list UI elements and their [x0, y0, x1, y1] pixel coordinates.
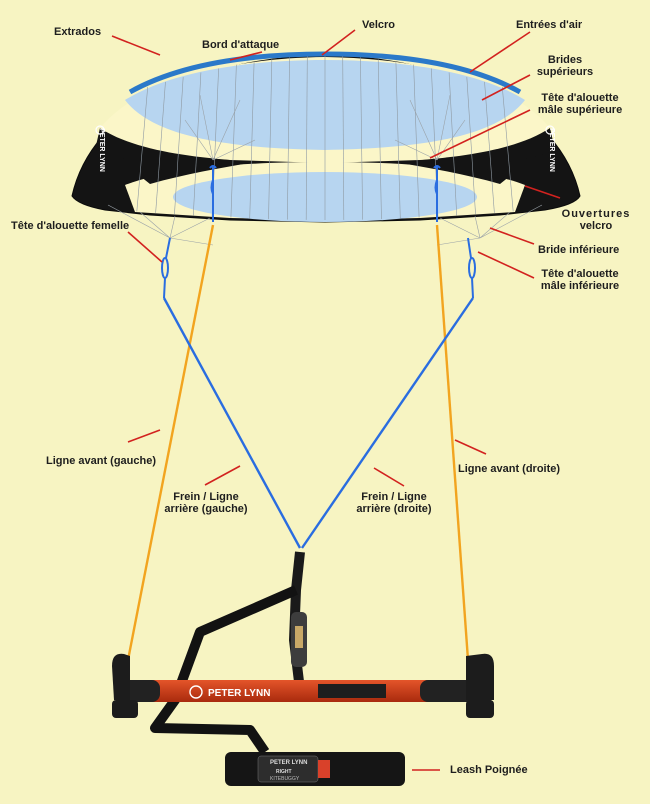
label-tete-male-sup-line2: mâle supérieure	[537, 104, 623, 116]
label-brides-sup-line2: supérieurs	[536, 66, 594, 78]
leash-handle: PETER LYNN RIGHT KITEBUGGY	[225, 752, 405, 786]
label-velcro: Velcro	[362, 19, 396, 31]
wingtip-brand-left: PETER LYNN	[98, 128, 105, 172]
leader-tete-male-inf	[477, 251, 535, 279]
front-line-right	[435, 224, 470, 661]
bridle-lines	[107, 94, 543, 246]
label-extrados: Extrados	[54, 26, 102, 38]
control-bar	[114, 680, 494, 702]
control-bar-assembly: PETER LYNN	[112, 551, 494, 755]
wingtip-brand-right: PETER LYNN	[548, 128, 555, 172]
label-frein-gauche-line1: Frein / Ligne	[173, 491, 239, 503]
label-tete-male-inf: Tête d'alouette mâle inférieure	[530, 268, 630, 292]
canopy-rib	[174, 77, 184, 215]
pigtail-right-outer	[468, 257, 476, 279]
leader-ouvertures	[524, 185, 561, 199]
label-frein-gauche-line2: arrière (gauche)	[164, 503, 248, 515]
label-ouvertures-line1: Ouvertures	[561, 208, 631, 220]
leader-frein-d	[373, 467, 405, 487]
canopy-rib	[305, 56, 308, 220]
canopy-center-swoosh-left	[140, 161, 255, 184]
canopy-rib	[501, 86, 514, 212]
pigtail-left-outer	[161, 257, 169, 279]
swirl-logo-icon	[95, 125, 105, 135]
label-brides-sup: Brides supérieurs	[530, 54, 600, 78]
leader-tete-femelle	[127, 231, 163, 263]
label-ouvertures-line2: velcro	[579, 220, 613, 232]
label-ligne-avant-gauche: Ligne avant (gauche)	[46, 455, 157, 467]
canopy-ribs	[136, 56, 514, 220]
label-bride-inf: Bride inférieure	[538, 244, 620, 256]
canopy-rib	[136, 86, 149, 212]
canopy-rib	[155, 81, 166, 213]
label-tete-male-sup-line1: Tête d'alouette	[541, 92, 619, 104]
label-leash: Leash Poignée	[450, 764, 528, 776]
leader-ligne-avant-g	[127, 429, 161, 443]
canopy-rib	[249, 61, 255, 219]
pigtail-left-inner	[209, 165, 217, 222]
leader-bride-inf	[489, 227, 535, 245]
brake-line-right	[301, 297, 474, 549]
label-entrees-air: Entrées d'air	[516, 19, 583, 31]
canopy-rib	[484, 81, 495, 213]
canopy-center-swoosh-right	[395, 161, 510, 184]
canopy-rib	[377, 59, 382, 220]
pigtail-right-inner	[433, 165, 441, 222]
label-tete-male-inf-line1: Tête d'alouette	[541, 268, 619, 280]
label-frein-gauche: Frein / Ligne arrière (gauche)	[156, 491, 256, 515]
bar-end-right	[466, 653, 494, 700]
canopy-rib	[287, 57, 290, 220]
brake-line-left	[162, 297, 302, 549]
label-ligne-avant-droite: Ligne avant (droite)	[458, 463, 561, 475]
front-line-left	[126, 224, 215, 661]
bar-end-left	[112, 653, 130, 700]
leading-edge	[128, 51, 522, 95]
kite-canopy: PETER LYNN PETER LYNN	[71, 51, 581, 223]
label-frein-droite-line2: arrière (droite)	[356, 503, 432, 515]
leash-tag-1: RIGHT	[276, 769, 292, 775]
leash-tag-2: KITEBUGGY	[270, 776, 300, 782]
leader-extrados	[111, 35, 161, 56]
leader-bord-attaque	[229, 51, 263, 61]
canopy-rib	[230, 64, 237, 218]
swirl-logo-icon	[545, 125, 555, 135]
leader-lines	[111, 29, 561, 771]
leader-brides-sup	[481, 74, 531, 101]
label-frein-droite: Frein / Ligne arrière (droite)	[344, 491, 444, 515]
swirl-logo-icon	[189, 685, 203, 699]
canopy-rib	[342, 56, 345, 220]
canopy-rib	[192, 72, 202, 216]
canopy-rib	[395, 61, 401, 219]
leader-entrees-air	[469, 31, 531, 73]
canopy-rib	[448, 72, 458, 216]
safety-strap	[150, 585, 299, 755]
flying-lines	[126, 224, 474, 661]
label-tete-male-sup: Tête d'alouette mâle supérieure	[528, 92, 632, 116]
canopy-rib	[360, 57, 363, 220]
canopy-rib	[466, 77, 476, 215]
leader-ligne-avant-d	[454, 439, 487, 455]
leader-frein-g	[204, 465, 241, 486]
leader-velcro	[321, 29, 356, 56]
pigtail-connectors	[161, 165, 476, 299]
canopy-rib	[413, 64, 420, 218]
label-frein-droite-line1: Frein / Ligne	[361, 491, 427, 503]
label-tete-femelle: Tête d'alouette femelle	[11, 220, 130, 232]
label-ouvertures: Ouvertures velcro	[556, 208, 636, 232]
label-tete-male-inf-line2: mâle inférieure	[540, 280, 620, 292]
leash-brand: PETER LYNN	[270, 760, 307, 766]
label-brides-sup-line1: Brides	[547, 54, 583, 66]
leader-tete-male-sup	[429, 109, 531, 159]
label-bord-attaque: Bord d'attaque	[202, 39, 280, 51]
canopy-rib	[268, 59, 273, 220]
bar-brand: PETER LYNN	[208, 688, 270, 699]
